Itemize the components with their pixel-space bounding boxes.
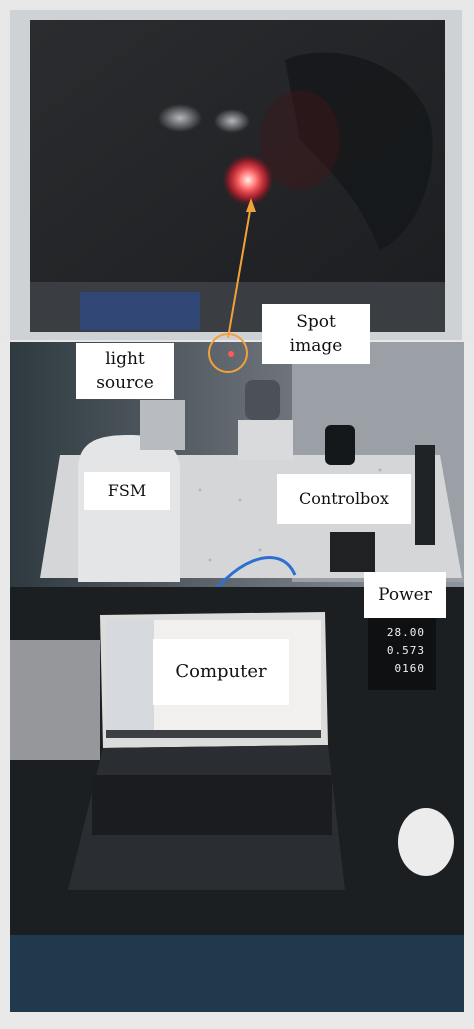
label-computer: Computer — [153, 639, 289, 705]
spot-screen — [30, 20, 445, 332]
laser-spot — [222, 154, 274, 206]
label-light-source-line1: light — [105, 349, 145, 369]
label-light-source-line2: source — [96, 373, 154, 393]
power-readout-third: 0160 — [394, 662, 425, 675]
power-readout-voltage: 28.00 — [386, 626, 425, 639]
label-power: Power — [364, 572, 446, 618]
label-light-source: light source — [76, 343, 174, 399]
label-spot-image-line2: image — [289, 336, 343, 356]
power-supply — [368, 618, 436, 690]
label-spot-image-line1: Spot — [296, 312, 336, 332]
control-box-device — [330, 532, 375, 572]
source-marker-circle — [208, 333, 248, 373]
mouse — [398, 808, 454, 876]
label-controlbox: Controlbox — [277, 474, 411, 524]
light-source-device — [245, 380, 280, 420]
pointer-arrow — [227, 204, 252, 339]
label-fsm: FSM — [84, 472, 170, 510]
label-spot-image: Spot image — [262, 304, 370, 364]
power-readout-current: 0.573 — [386, 644, 425, 657]
